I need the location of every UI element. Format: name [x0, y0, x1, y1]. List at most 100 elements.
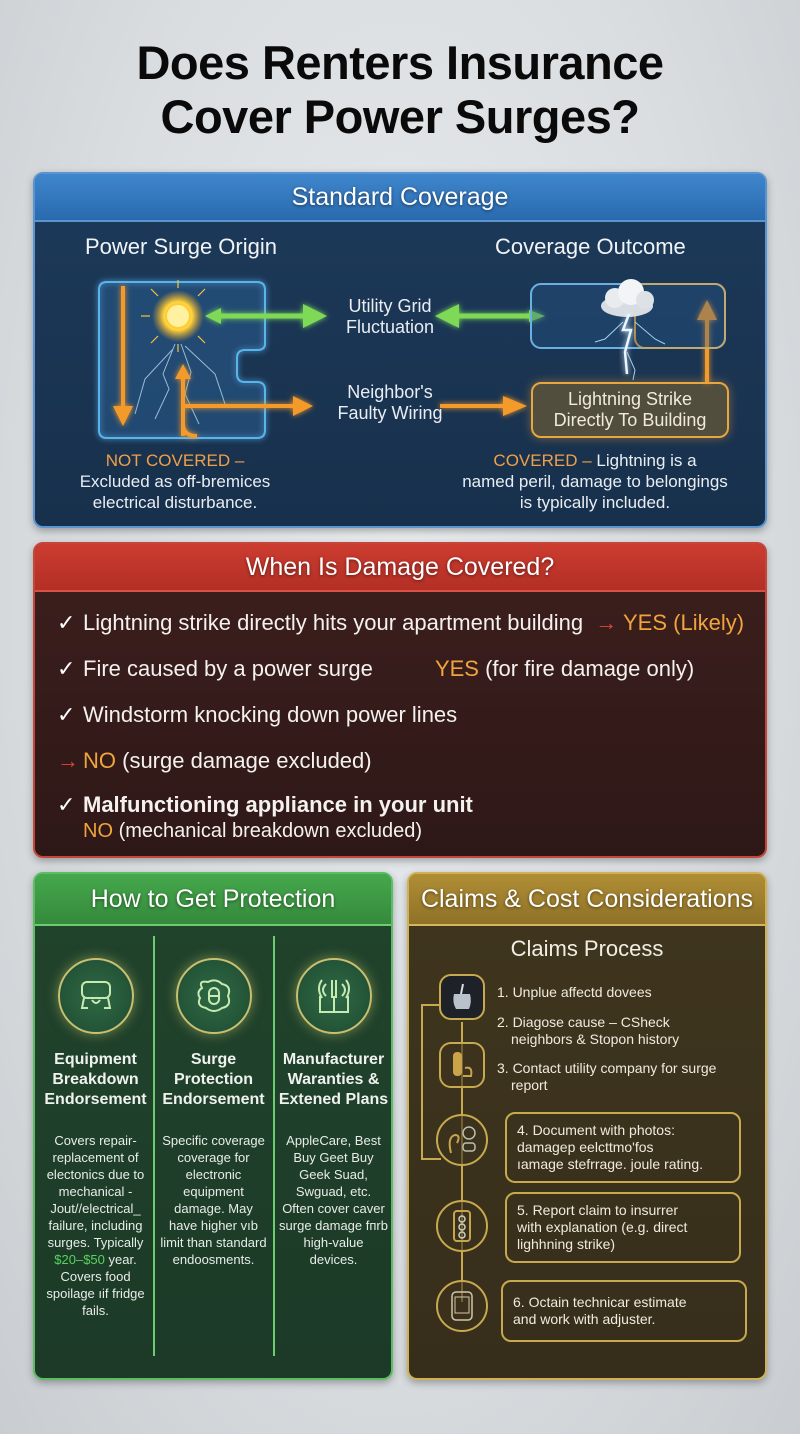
- appliance-icon: [57, 958, 134, 1034]
- surge-protector-icon: [175, 958, 252, 1034]
- report-form-icon: [436, 1200, 488, 1252]
- step-line: neighbors & Stopon history: [511, 1031, 680, 1047]
- option-equipment-breakdown: Equipment Breakdown Endorsement Covers r…: [37, 936, 154, 1366]
- title-line-1: Does Renters Insurance: [136, 36, 664, 89]
- utility-grid-node: Utility Grid Fluctuation: [320, 296, 460, 338]
- page-title: Does Renters Insurance Cover Power Surge…: [0, 36, 800, 144]
- standard-coverage-panel: Standard Coverage Power Surge Origin Cov…: [33, 172, 767, 528]
- lightning-line2: Directly To Building: [553, 410, 707, 430]
- protection-header: How to Get Protection: [35, 874, 391, 926]
- step-line: 4. Document with photos:: [517, 1122, 675, 1138]
- not-covered-line2: electrical disturbance.: [92, 493, 258, 512]
- item-text: Fire caused by a power surge: [83, 656, 373, 681]
- option-manufacturer-warranties: Manufacturer Waranties & Extened Plans A…: [275, 936, 391, 1366]
- price-range: $20–$50: [54, 1252, 105, 1267]
- title-line: Protection: [173, 1071, 254, 1088]
- check-icon: ✓: [57, 610, 76, 635]
- step-line: ıamage stefrrage. joule rating.: [517, 1156, 703, 1172]
- standard-coverage-header: Standard Coverage: [35, 174, 765, 222]
- coverage-item-windstorm-verdict: →NO (surge damage excluded): [57, 748, 372, 774]
- step-line: 1. Unplue affectd dovees: [497, 984, 652, 1000]
- title-line: Equipment: [54, 1051, 137, 1068]
- step-line: and work with adjuster.: [513, 1311, 656, 1327]
- option-title: Surge Protection Endorsement: [155, 1050, 272, 1110]
- title-line: Extened Plans: [278, 1091, 389, 1108]
- neighbor-wiring-node: Neighbor's Faulty Wiring: [320, 382, 460, 424]
- title-line: Waranties &: [287, 1071, 380, 1088]
- phone-contact-icon: [439, 1042, 485, 1088]
- title-line-2: Cover Power Surges?: [160, 90, 640, 143]
- not-covered-label: NOT COVERED –: [105, 451, 245, 470]
- claims-header: Claims & Cost Considerations: [409, 874, 765, 926]
- timeline-connector: [421, 1158, 441, 1160]
- step-line: lighhning strike): [517, 1236, 616, 1252]
- power-surge-origin-title: Power Surge Origin: [85, 234, 277, 259]
- neighbor-line1: Neighbor's: [347, 382, 433, 402]
- verdict-note: (mechanical breakdown excluded): [118, 820, 423, 842]
- step-line: report: [511, 1077, 548, 1093]
- column-divider: [153, 936, 155, 1356]
- column-divider: [273, 936, 275, 1356]
- arrow-right-icon: →: [57, 748, 79, 773]
- estimate-device-icon: [436, 1280, 488, 1332]
- lightning-strike-node: Lightning Strike Directly To Building: [531, 382, 729, 438]
- coverage-item-fire: ✓ Fire caused by a power surge YES (for f…: [57, 656, 694, 682]
- claims-panel: Claims & Cost Considerations Claims Proc…: [407, 872, 767, 1380]
- covered-line3: is typically included.: [519, 493, 671, 512]
- desc-text: year. Covers food spoilage ıif fridge fa…: [46, 1252, 145, 1318]
- claim-step-6: 6. Octain technicar estimate and work wi…: [501, 1280, 747, 1342]
- option-description: AppleCare, Best Buy Geet Buy Geek Suad, …: [279, 1133, 388, 1267]
- storm-cloud-icon: [594, 279, 666, 381]
- step-line: 3. Contact utility company for surge: [497, 1060, 717, 1076]
- check-icon: ✓: [57, 792, 76, 817]
- check-icon: ✓: [57, 702, 76, 727]
- when-covered-header: When Is Damage Covered?: [35, 544, 765, 592]
- warranty-book-icon: [295, 958, 372, 1034]
- claim-step-3: 3. Contact utility company for surge rep…: [497, 1060, 759, 1094]
- claim-step-1: 1. Unplue affectd dovees: [497, 984, 652, 1001]
- step-line: 6. Octain technicar estimate: [513, 1294, 687, 1310]
- not-covered-line1: Excluded as off-bremices: [79, 472, 271, 491]
- item-text: Malfunctioning appliance in your unit: [83, 792, 473, 817]
- step-line: damagep eelcttmo'fos: [517, 1139, 654, 1155]
- claim-step-4: 4. Document with photos: damagep eelcttm…: [505, 1112, 741, 1183]
- utility-grid-line1: Utility Grid: [348, 296, 432, 316]
- coverage-item-appliance-verdict: NO (mechanical breakdown excluded): [83, 820, 422, 843]
- title-line: Manufacturer: [282, 1051, 385, 1068]
- option-surge-protection: Surge Protection Endorsement Specific co…: [155, 936, 272, 1366]
- title-line: Surge: [190, 1051, 237, 1068]
- verdict-yes: YES (Likely): [623, 610, 745, 635]
- protection-panel: How to Get Protection Equipment Breakdow…: [33, 872, 393, 1380]
- covered-line2: named peril, damage to belongings: [462, 472, 728, 491]
- not-covered-note: NOT COVERED – Excluded as off-bremices e…: [65, 450, 285, 513]
- verdict-note: (surge damage excluded): [122, 748, 372, 773]
- timeline-connector: [421, 1004, 441, 1006]
- unplug-device-icon: [439, 974, 485, 1020]
- title-line: Endorsement: [162, 1091, 265, 1108]
- coverage-item-appliance: ✓ Malfunctioning appliance in your unit: [57, 792, 473, 818]
- covered-label: COVERED –: [493, 451, 592, 470]
- item-text: Windstorm knocking down power lines: [83, 702, 458, 727]
- claim-step-5: 5. Report claim to insurrer with explana…: [505, 1192, 741, 1263]
- item-text: Lightning strike directly hits your apar…: [83, 610, 584, 635]
- when-covered-panel: When Is Damage Covered? ✓ Lightning strik…: [33, 542, 767, 858]
- covered-line1: Lightning is a: [591, 451, 697, 470]
- verdict-no: NO: [83, 820, 113, 842]
- verdict-no: NO: [83, 748, 116, 773]
- arrow-right-icon: →: [595, 610, 618, 635]
- verdict-yes: YES: [434, 656, 479, 681]
- neighbor-line2: Faulty Wiring: [337, 403, 443, 423]
- claim-step-2: 2. Diagose cause – CSheck neighbors & St…: [497, 1014, 679, 1048]
- camera-photos-icon: [436, 1114, 488, 1166]
- step-line: with explanation (e.g. direct: [517, 1219, 688, 1235]
- surge-flow-diagram: [98, 279, 726, 439]
- check-icon: ✓: [57, 656, 76, 681]
- title-line: Endorsement: [44, 1091, 147, 1108]
- verdict-note: (for fire damage only): [485, 656, 695, 681]
- coverage-item-windstorm: ✓ Windstorm knocking down power lines: [57, 702, 457, 728]
- claims-process-title: Claims Process: [510, 936, 664, 961]
- lightning-line1: Lightning Strike: [567, 389, 693, 409]
- covered-note: COVERED – Lightning is a named peril, da…: [435, 450, 755, 513]
- step-line: 5. Report claim to insurrer: [517, 1202, 679, 1218]
- step-line: 2. Diagose cause – CSheck: [497, 1014, 670, 1030]
